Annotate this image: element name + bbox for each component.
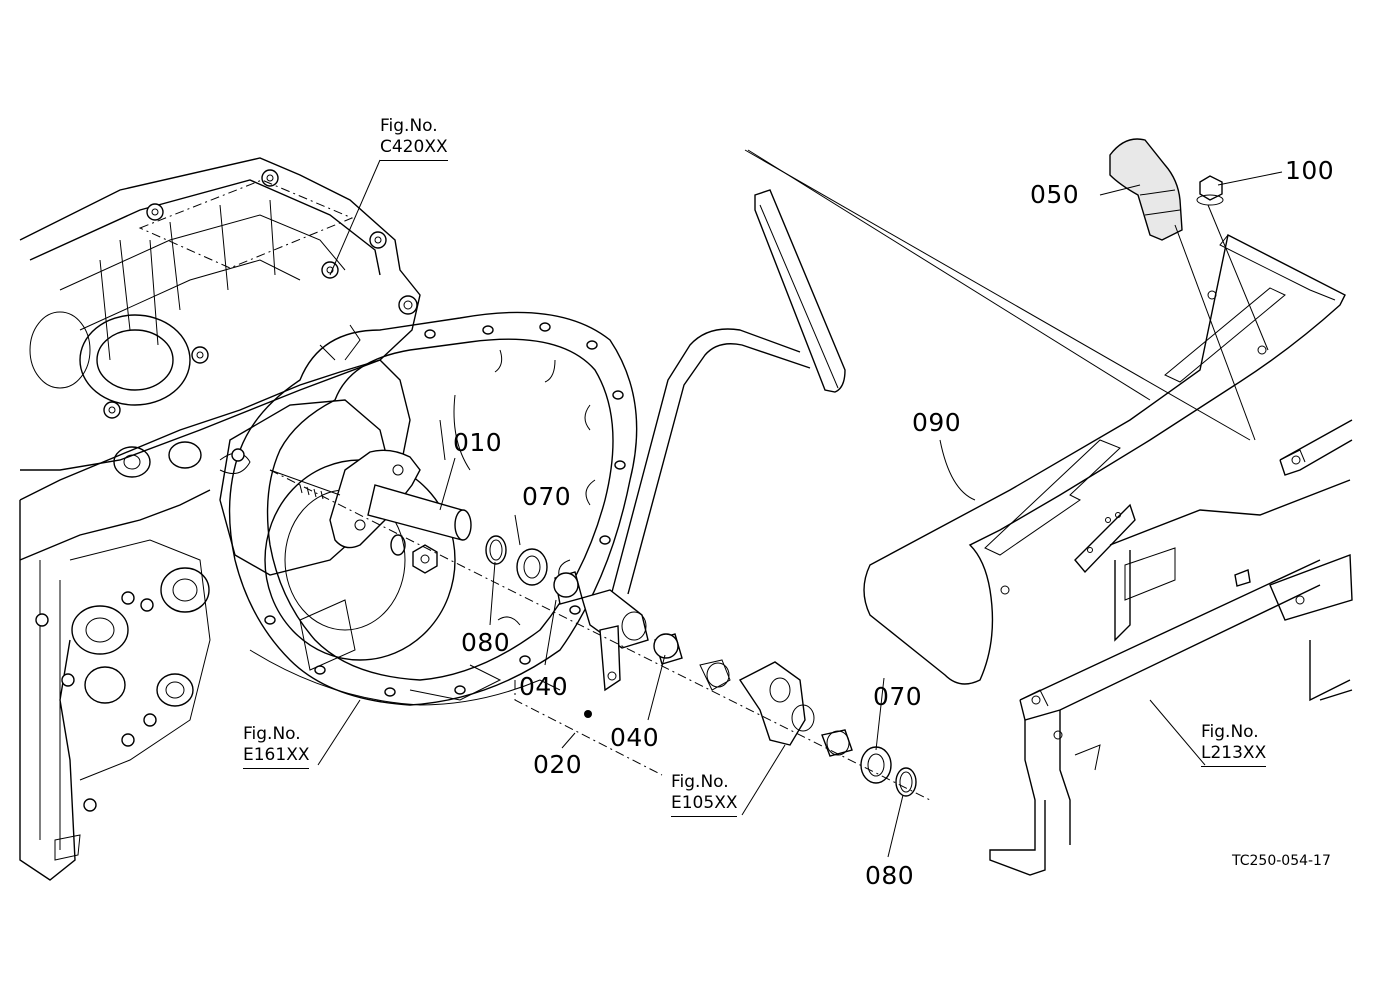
drawing-code: TC250-054-17 — [1232, 853, 1331, 869]
part-label-090: 090 — [912, 408, 962, 437]
part-label-080-right: 080 — [865, 861, 915, 890]
step-plate-drawing — [744, 149, 1346, 685]
figure-ref-number: E161XX — [243, 745, 310, 769]
figure-ref-e105: Fig.No. E105XX — [671, 772, 738, 817]
figure-ref-label: Fig.No. — [380, 116, 438, 136]
figure-ref-label: Fig.No. — [243, 724, 301, 744]
part-label-020: 020 — [533, 750, 583, 779]
figure-ref-l213: Fig.No. L213XX — [1201, 722, 1267, 767]
figure-ref-label: Fig.No. — [1201, 722, 1259, 742]
figure-ref-number: L213XX — [1201, 743, 1267, 767]
small-parts-drawing — [269, 469, 931, 801]
part-label-100: 100 — [1285, 156, 1335, 185]
figure-ref-c420: Fig.No. C420XX — [380, 116, 448, 161]
part-label-070-left: 070 — [522, 482, 572, 511]
part-label-070-right: 070 — [873, 682, 923, 711]
part-label-040-left: 040 — [519, 672, 569, 701]
part-label-010: 010 — [453, 428, 503, 457]
leader-lines — [317, 159, 1283, 858]
frame-drawing — [989, 419, 1353, 876]
part-label-080-left: 080 — [461, 628, 511, 657]
figure-ref-number: C420XX — [380, 137, 448, 161]
transmission-case-drawing — [19, 157, 421, 881]
shaft-assembly-drawing — [269, 449, 472, 574]
figure-ref-label: Fig.No. — [671, 772, 729, 792]
knob-and-bolt-drawing — [1109, 138, 1269, 441]
pedal-lever-drawing — [611, 189, 846, 595]
figure-ref-e161: Fig.No. E161XX — [243, 724, 310, 769]
part-label-050: 050 — [1030, 180, 1080, 209]
part-label-040-right: 040 — [610, 723, 660, 752]
figure-ref-number: E105XX — [671, 793, 738, 817]
